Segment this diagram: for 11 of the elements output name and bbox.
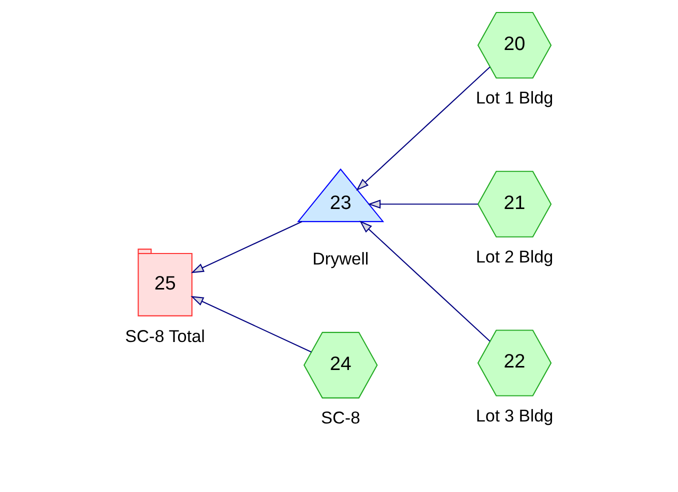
arrow: [190, 221, 302, 274]
node-label: SC-8: [321, 407, 360, 428]
arrow: [368, 200, 478, 209]
arrow: [356, 66, 490, 191]
node-label: Lot 1 Bldg: [476, 88, 554, 108]
node-label: SC-8 Total: [125, 326, 205, 346]
node-label: Drywell: [312, 248, 369, 269]
arrow: [360, 220, 490, 342]
arrow: [190, 296, 312, 353]
node-label: Lot 2 Bldg: [476, 246, 554, 266]
node-label: Lot 3 Bldg: [476, 405, 554, 426]
